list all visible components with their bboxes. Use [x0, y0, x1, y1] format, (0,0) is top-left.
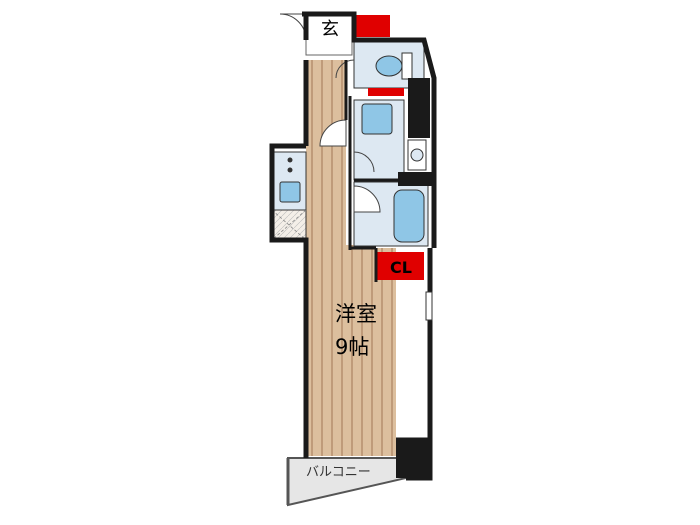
toilet-door-swing: [335, 59, 355, 79]
entrance-label: 玄: [321, 19, 339, 40]
bath-door-swing: [353, 185, 381, 213]
toilet-storage: [368, 88, 404, 96]
bathtub-icon: [393, 189, 425, 243]
wash-basin-icon: [361, 103, 393, 135]
fridge-space-cross: [271, 209, 307, 241]
window: [425, 291, 433, 321]
wall-pillar: [398, 172, 432, 186]
wall-pillar: [396, 440, 430, 478]
entry-door-swing: [279, 13, 307, 41]
balcony-label: バルコニー: [306, 465, 371, 480]
sink-icon: [279, 181, 301, 203]
stove-burner-icon: [287, 157, 293, 163]
shoe-cabinet: [356, 15, 390, 37]
stove-burner-icon: [287, 167, 293, 173]
western-room-label: 洋室: [335, 302, 377, 326]
western-room-floor: [306, 248, 396, 456]
western-room-size: 9帖: [335, 335, 370, 359]
wall-pillar: [408, 78, 430, 138]
room-door-swing: [353, 151, 375, 173]
toilet-bowl-icon: [375, 55, 403, 77]
closet-label: CL: [379, 256, 423, 279]
hallway-lower: [346, 245, 376, 265]
hallway-floor: [306, 60, 346, 250]
toilet-tank-icon: [401, 52, 413, 80]
washer-drum-icon: [410, 148, 424, 162]
wash-door-swing: [319, 119, 347, 147]
interior-walls: [344, 60, 404, 282]
